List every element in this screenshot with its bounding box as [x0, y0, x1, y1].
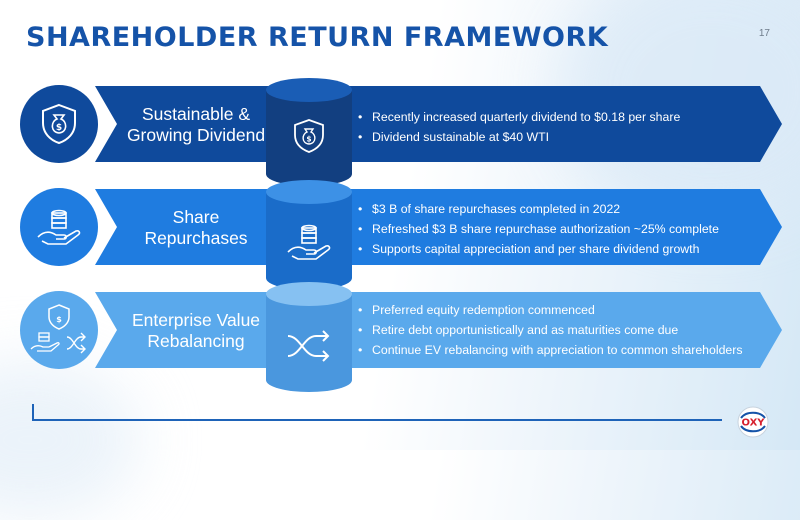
footer-line — [32, 419, 722, 421]
svg-text:$: $ — [56, 123, 62, 133]
dividend-cylinder: $ — [266, 78, 352, 186]
shuffle-arrows-icon — [287, 330, 330, 362]
dividend-label-line2: Growing Dividend — [126, 125, 266, 145]
ev-label-line2: Rebalancing — [147, 331, 245, 351]
bullet-item: Retire debt opportunistically and as mat… — [356, 320, 743, 340]
oxy-logo: OXY — [737, 406, 769, 438]
money-bag-shield-icon: $ — [42, 103, 76, 145]
ev-circle: $ — [20, 291, 98, 369]
ev-cylinder — [266, 282, 352, 392]
repurchases-cylinder — [266, 180, 352, 290]
bullet-item: Recently increased quarterly dividend to… — [356, 107, 680, 127]
bullet-item: Supports capital appreciation and per sh… — [356, 239, 719, 259]
repurchases-label: Share Repurchases — [120, 207, 272, 249]
dividend-label-line1: Sustainable & — [142, 104, 250, 124]
svg-text:$: $ — [56, 315, 62, 324]
ev-label: Enterprise Value Rebalancing — [120, 310, 272, 352]
row-ev-banner — [95, 292, 782, 368]
bullet-item: $3 B of share repurchases completed in 2… — [356, 199, 719, 219]
ev-bullets: Preferred equity redemption commenced Re… — [356, 300, 743, 360]
repurchases-label-line2: Repurchases — [144, 228, 248, 248]
bullet-item: Refreshed $3 B share repurchase authoriz… — [356, 219, 719, 239]
dividend-circle: $ — [20, 85, 98, 163]
svg-text:$: $ — [306, 135, 311, 144]
bullet-item: Preferred equity redemption commenced — [356, 300, 743, 320]
ev-label-line1: Enterprise Value — [131, 310, 261, 330]
logo-text: OXY — [741, 418, 765, 429]
dividend-bullets: Recently increased quarterly dividend to… — [356, 107, 680, 147]
page-number: 17 — [758, 28, 770, 39]
bullet-item: Continue EV rebalancing with appreciatio… — [356, 340, 743, 360]
repurchases-circle — [20, 188, 98, 266]
dividend-label: Sustainable & Growing Dividend — [120, 104, 272, 146]
footer-tick — [32, 404, 34, 420]
repurchases-bullets: $3 B of share repurchases completed in 2… — [356, 199, 719, 259]
repurchases-label-line1: Share — [172, 207, 220, 227]
combined-finance-icon: $ — [30, 304, 86, 354]
bullet-item: Dividend sustainable at $40 WTI — [356, 127, 680, 147]
hand-coins-icon — [37, 209, 81, 245]
page-title: SHAREHOLDER RETURN FRAMEWORK — [26, 22, 609, 53]
